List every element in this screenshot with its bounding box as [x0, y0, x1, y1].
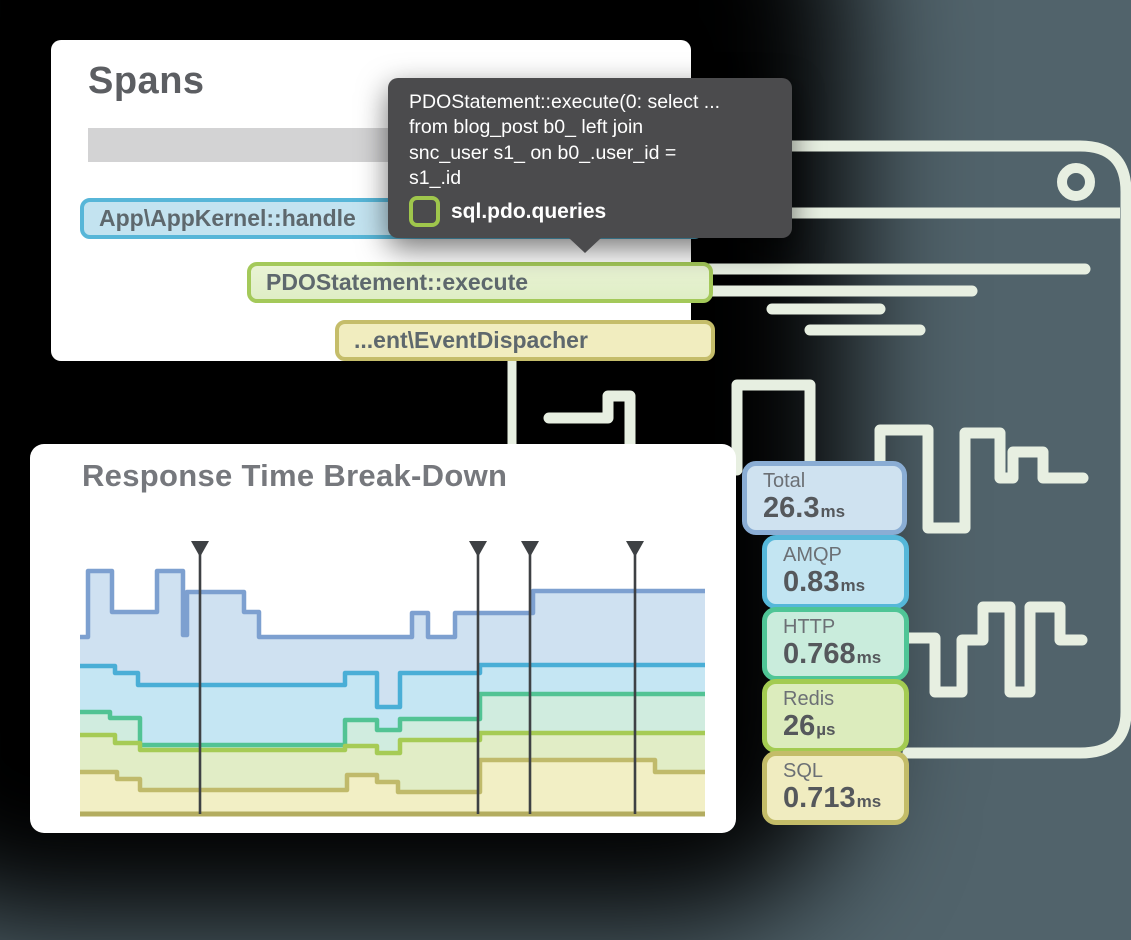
badge-unit: ms	[856, 792, 882, 811]
tooltip-tag-row: sql.pdo.queries	[409, 196, 606, 227]
spans-title: Spans	[88, 60, 205, 102]
badge-amqp: AMQP 0.83ms	[762, 535, 909, 609]
badge-total: Total 26.3ms	[742, 461, 907, 535]
badge-sql: SQL 0.713ms	[762, 751, 909, 825]
breakdown-title: Response Time Break-Down	[82, 458, 508, 493]
tag-outline-decoration	[614, 140, 1131, 759]
tooltip-query-text: PDOStatement::execute(0: select ... from…	[409, 91, 721, 190]
pulse-wave-lower	[899, 601, 1088, 698]
badge-label: Total	[763, 470, 806, 492]
span-tooltip: PDOStatement::execute(0: select ... from…	[388, 78, 792, 253]
badge-value: 26µs	[783, 710, 836, 742]
badge-value: 0.713ms	[783, 782, 882, 814]
badge-unit: µs	[816, 720, 836, 739]
badge-label: SQL	[783, 760, 824, 782]
badge-label: Redis	[783, 688, 835, 710]
badge-value: 0.83ms	[783, 566, 866, 598]
badge-label: HTTP	[783, 616, 836, 638]
badge-http: HTTP 0.768ms	[762, 607, 909, 681]
badge-value: 26.3ms	[763, 492, 846, 524]
stacked-area-chart[interactable]	[80, 536, 705, 820]
response-time-chart[interactable]	[80, 536, 705, 820]
badge-redis: Redis 26µs	[762, 679, 909, 753]
tooltip-tag-label: sql.pdo.queries	[451, 199, 607, 223]
badge-label: AMQP	[783, 544, 842, 566]
span-bar-eventdispatcher[interactable]: ...ent\EventDispacher	[335, 320, 715, 361]
span-bar-label: App\AppKernel::handle	[99, 205, 356, 231]
span-bar-label: PDOStatement::execute	[266, 269, 529, 295]
badge-unit: ms	[840, 576, 866, 595]
badge-unit: ms	[820, 502, 846, 521]
badge-unit: ms	[856, 648, 882, 667]
span-bar-label: ...ent\EventDispacher	[354, 327, 588, 353]
badge-value: 0.768ms	[783, 638, 882, 670]
sql-query-tag-icon	[409, 196, 440, 227]
tag-hole-icon	[1057, 163, 1095, 201]
span-bar-pdostatement[interactable]: PDOStatement::execute	[247, 262, 713, 303]
pulse-wave-upper	[543, 379, 1089, 534]
tooltip-pointer-icon	[569, 238, 601, 253]
breakdown-card: Response Time Break-Down Total 26.3ms AM…	[30, 444, 909, 833]
